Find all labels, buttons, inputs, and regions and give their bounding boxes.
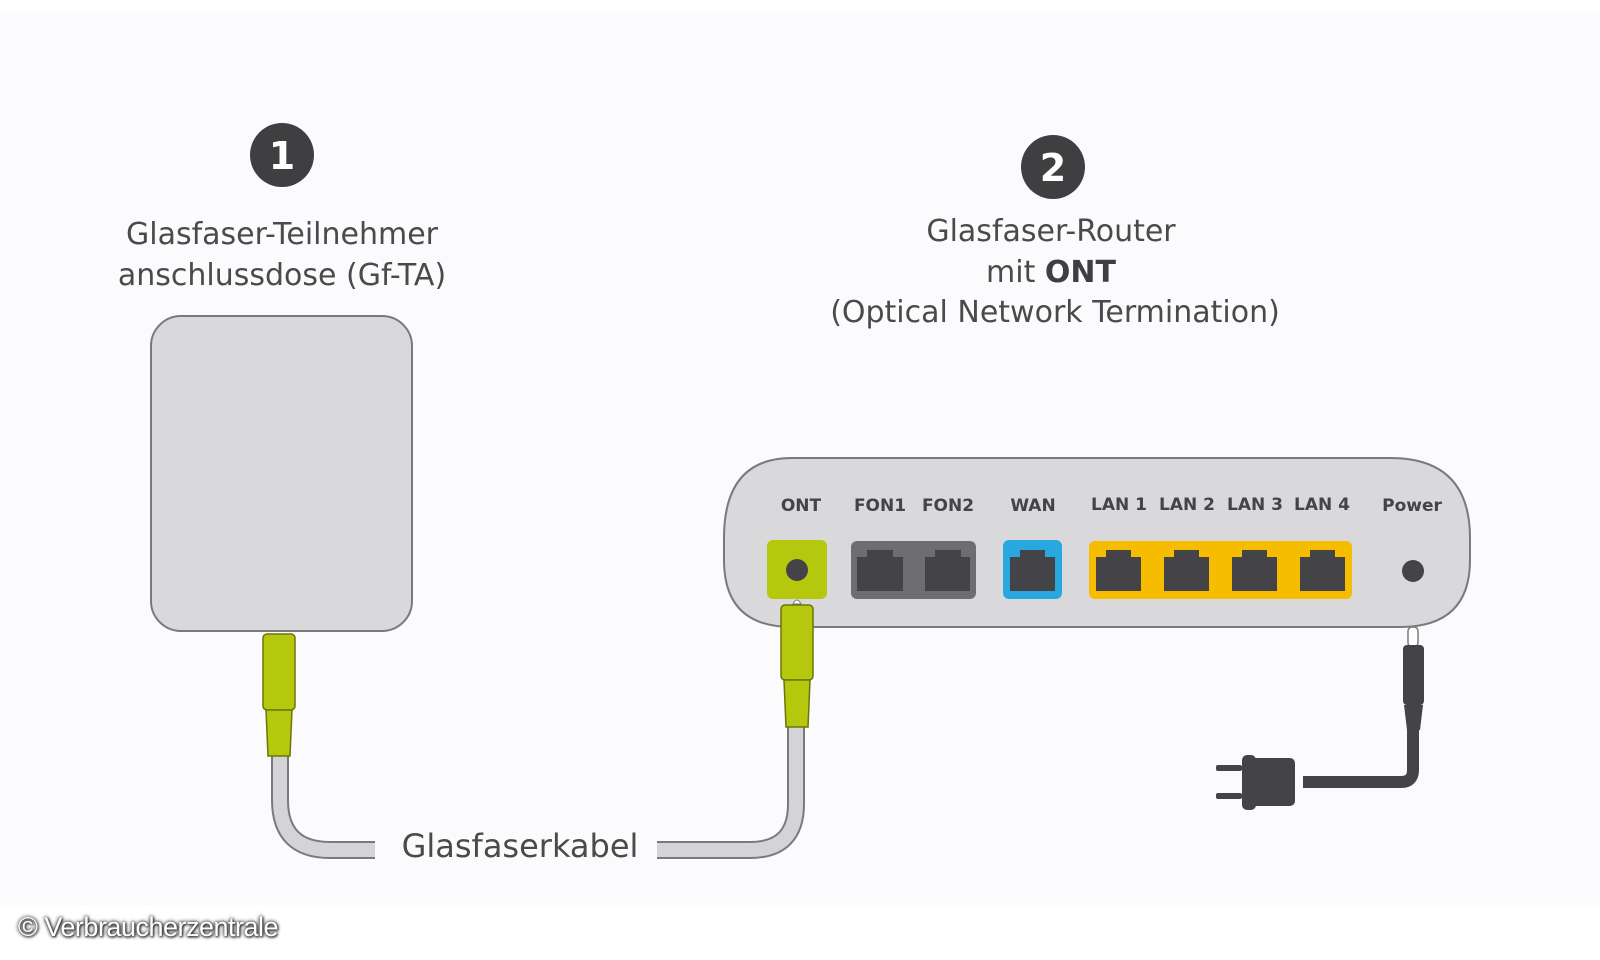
ont-port-socket	[786, 559, 808, 581]
fiber-cable-label: Glasfaserkabel	[402, 827, 639, 865]
step-1-title-line2: anschlussdose (Gf-TA)	[118, 258, 446, 293]
lan-ports	[1089, 541, 1352, 599]
port-label-power: Power	[1382, 496, 1442, 516]
fon-ports	[851, 541, 976, 599]
step-2-circle	[1021, 135, 1085, 199]
step-2-title-line2: mit ONT	[986, 255, 1116, 290]
step-1-title-line1: Glasfaser-Teilnehmer	[126, 217, 439, 252]
fiber-cable	[271, 725, 805, 859]
port-label-ont: ONT	[781, 496, 822, 516]
step-2-title-line3: (Optical Network Termination)	[830, 295, 1280, 330]
lan4-port	[1300, 550, 1345, 591]
ont-port	[767, 540, 827, 599]
port-label-fon2: FON2	[922, 496, 974, 516]
step-1-badge: 1	[250, 123, 314, 187]
lan1-port	[1096, 550, 1141, 591]
fon2-port	[925, 550, 970, 591]
step-2-title-line1: Glasfaser-Router	[926, 214, 1176, 249]
port-label-lan3: LAN 3	[1227, 495, 1283, 515]
power-cable	[1303, 626, 1424, 788]
step-1-circle	[250, 123, 314, 187]
power-port	[1402, 560, 1424, 582]
fon1-port	[857, 550, 903, 591]
gf-ta-fiber-connector	[262, 633, 296, 757]
step-2-title-line2-prefix: mit	[986, 255, 1045, 290]
power-pin	[1407, 626, 1419, 648]
port-label-lan2: LAN 2	[1159, 495, 1215, 515]
port-label-lan4: LAN 4	[1294, 495, 1350, 515]
step-2-number: 2	[1040, 146, 1066, 190]
step-2-title-line2-bold: ONT	[1045, 255, 1117, 290]
lan2-port	[1164, 550, 1209, 591]
power-plug-icon	[1216, 755, 1295, 810]
gf-ta-outlet-box	[150, 315, 413, 632]
copyright-notice: © Verbraucherzentrale	[18, 912, 279, 942]
wan-port	[1003, 540, 1062, 599]
port-label-lan1: LAN 1	[1091, 495, 1147, 515]
router-fiber-connector	[780, 599, 814, 728]
lan3-port	[1232, 550, 1277, 591]
step-1-number: 1	[269, 134, 295, 178]
step-2-badge: 2	[1021, 135, 1085, 199]
port-label-fon1: FON1	[854, 496, 906, 516]
port-label-wan: WAN	[1010, 496, 1055, 516]
